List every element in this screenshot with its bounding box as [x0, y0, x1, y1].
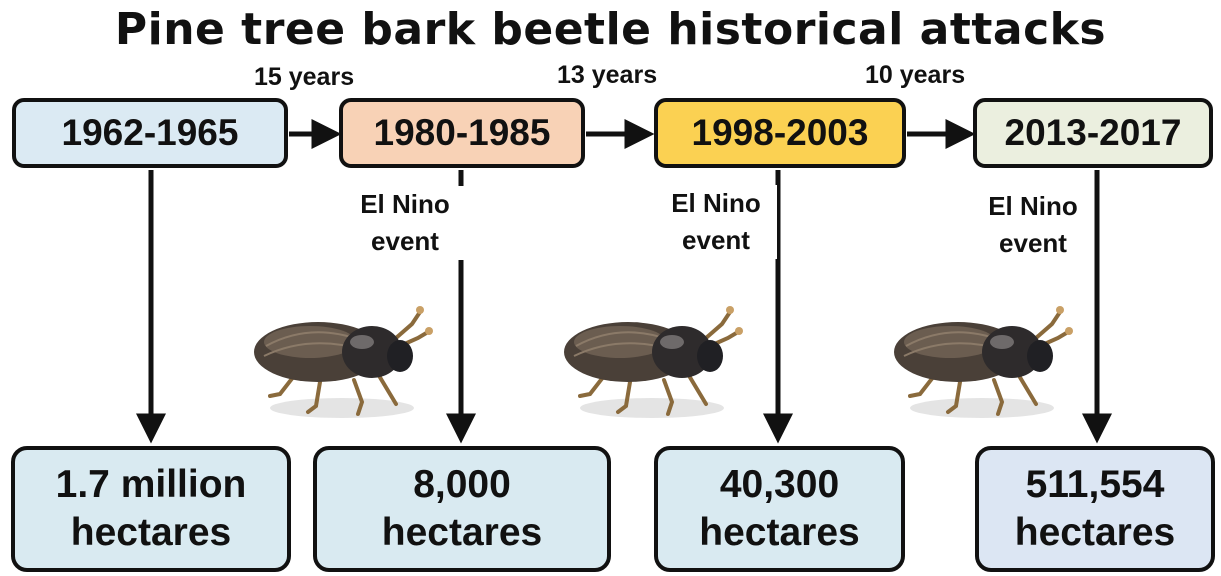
- period-box-2: 1980-1985: [339, 98, 585, 168]
- area-unit: hectares: [71, 509, 231, 557]
- area-value: 511,554: [1026, 461, 1165, 509]
- area-box-1: 1.7 million hectares: [11, 446, 291, 572]
- el-nino-note-line2: event: [974, 225, 1092, 262]
- el-nino-note-1: El Nino event: [344, 186, 466, 260]
- period-box-3: 1998-2003: [654, 98, 906, 168]
- area-box-2: 8,000 hectares: [313, 446, 611, 572]
- area-box-3: 40,300 hectares: [654, 446, 905, 572]
- area-unit: hectares: [1015, 509, 1175, 557]
- el-nino-note-3: El Nino event: [972, 188, 1094, 262]
- el-nino-note-line2: event: [657, 222, 775, 259]
- area-value: 8,000: [413, 461, 511, 509]
- bark-beetle-icon: [890, 298, 1086, 423]
- bark-beetle-icon: [560, 298, 756, 423]
- el-nino-note-line1: El Nino: [657, 185, 775, 222]
- area-unit: hectares: [382, 509, 542, 557]
- el-nino-note-line2: event: [346, 223, 464, 260]
- el-nino-note-line1: El Nino: [346, 186, 464, 223]
- area-value: 1.7 million: [56, 461, 247, 509]
- el-nino-note-2: El Nino event: [655, 185, 777, 259]
- area-value: 40,300: [720, 461, 839, 509]
- area-unit: hectares: [699, 509, 859, 557]
- bark-beetle-icon: [250, 298, 446, 423]
- el-nino-note-line1: El Nino: [974, 188, 1092, 225]
- period-box-1: 1962-1965: [12, 98, 288, 168]
- period-box-4: 2013-2017: [973, 98, 1213, 168]
- area-box-4: 511,554 hectares: [975, 446, 1215, 572]
